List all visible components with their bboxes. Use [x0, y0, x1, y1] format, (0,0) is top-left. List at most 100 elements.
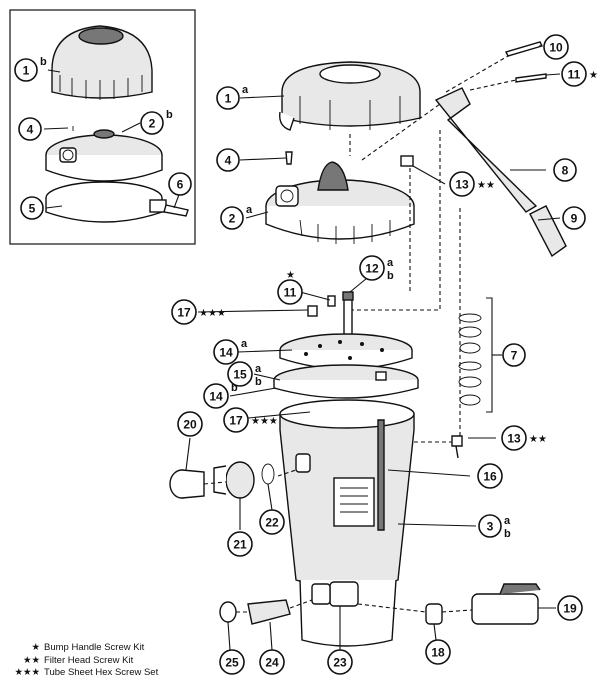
callout-number: 11: [284, 286, 297, 300]
callout-circle: [259, 649, 285, 675]
callout-number: 18: [431, 646, 445, 660]
callout-circle: [223, 407, 249, 433]
callout-variant: a: [387, 257, 394, 269]
callout-number: 4: [27, 123, 34, 137]
callout-number: 23: [333, 656, 347, 670]
callout-circle: [216, 86, 240, 110]
drain-fitting-part: [311, 581, 359, 607]
hose-adapter-part: [247, 599, 291, 625]
callout-variant: a: [241, 338, 248, 350]
callout-23: 23: [327, 649, 353, 675]
callout-circle: [177, 411, 203, 437]
callout-circle: [359, 255, 385, 281]
callout-circle: [216, 148, 240, 172]
ball-valve-part: [471, 583, 541, 625]
callout-circle: [425, 639, 451, 665]
hex-nut-part: [400, 155, 414, 167]
filter-head-part: [265, 161, 415, 244]
callout-stars: ★: [589, 70, 598, 81]
callout-13: 13 ★★: [501, 425, 547, 451]
inset-lid-part: [51, 25, 153, 100]
callout-number: 1: [225, 92, 232, 106]
callout-number: 16: [483, 470, 497, 484]
callout-number: 17: [177, 306, 191, 320]
head-screw-part: [451, 435, 463, 459]
callout-circle: [18, 117, 42, 141]
callout-circle: [168, 172, 192, 196]
callout-number: 12: [365, 262, 379, 276]
callout-number: 9: [571, 212, 578, 226]
callout-variant: a: [246, 204, 253, 216]
callout-11: 11 ★: [561, 61, 598, 87]
callout-circle: [327, 649, 353, 675]
callout-variant: b: [504, 528, 511, 540]
legend-row-filter-head: ★★Filter Head Screw Kit: [14, 655, 158, 668]
callout-circle: [502, 343, 526, 367]
callout-number: 2: [149, 117, 156, 131]
callout-14b: 14 b: [203, 382, 238, 409]
callout-variant: b: [40, 56, 47, 68]
callout-number: 11: [568, 68, 581, 82]
callout-circle: [171, 299, 197, 325]
callout-7: 7: [502, 343, 526, 367]
callout-17: 17 ★★★: [171, 299, 226, 325]
callout-variant: b: [255, 376, 262, 388]
tube-sheet-part: [279, 333, 413, 370]
callout-number: 4: [225, 154, 232, 168]
callout-18: 18: [425, 639, 451, 665]
callout-17: 17 ★★★: [223, 407, 278, 433]
callout-stars: ★★: [529, 434, 547, 445]
callout-number: 15: [233, 368, 247, 382]
callout-number: 2: [229, 212, 236, 226]
callout-circle: [562, 206, 586, 230]
callout-22: 22: [259, 509, 285, 535]
callout-4: 4: [18, 117, 42, 141]
inset-clamp-part: [45, 181, 167, 223]
callout-number: 8: [562, 164, 569, 178]
callout-number: 5: [29, 202, 36, 216]
callout-14a: 14a: [213, 338, 248, 365]
flow-diverter-part: [273, 364, 419, 399]
callout-number: 24: [265, 656, 279, 670]
callout-circle: [449, 171, 475, 197]
callout-circle: [227, 531, 253, 557]
legend: ★ Bump Handle Screw Kit ★★Filter Head Scr…: [14, 642, 158, 680]
callout-number: 17: [229, 414, 243, 428]
callout-circle: [203, 383, 229, 409]
callout-circle: [227, 361, 253, 387]
legend-label: Tube Sheet Hex Screw Set: [44, 667, 159, 678]
callout-stars: ★★★: [199, 308, 226, 319]
legend-row-tube-sheet: ★★★Tube Sheet Hex Screw Set: [14, 667, 158, 680]
callout-variant: a: [504, 515, 511, 527]
pin-part: [504, 41, 544, 57]
screw-part: [285, 151, 293, 165]
callout-2a: 2a: [220, 204, 253, 230]
callout-stars: ★★: [477, 180, 495, 191]
callout-number: 13: [455, 178, 469, 192]
callout-25: 25: [219, 649, 245, 675]
callout-9: 9: [562, 206, 586, 230]
callout-circle: [553, 158, 577, 182]
callout-5: 5: [20, 196, 44, 220]
callout-1a: 1a: [216, 84, 249, 110]
callout-number: 13: [507, 432, 521, 446]
callout-number: 14: [209, 390, 223, 404]
callout-stars: ★★★: [251, 416, 278, 427]
handle-grip-part: [529, 205, 567, 258]
callout-20: 20: [177, 411, 203, 437]
legend-label: Bump Handle Screw Kit: [44, 642, 145, 653]
callout-number: 10: [549, 41, 563, 55]
callout-circle: [219, 649, 245, 675]
shaft-cap-part: [342, 291, 354, 301]
callout-number: 1: [23, 64, 30, 78]
callout-circle: [14, 58, 38, 82]
drain-cap-part: [425, 603, 443, 625]
inset-bolt-part: [163, 204, 189, 217]
legend-stars: ★★: [22, 654, 40, 666]
callout-variant: b: [231, 382, 238, 394]
callout-circle: [259, 509, 285, 535]
legend-stars: ★: [31, 642, 40, 653]
tank-part: [279, 399, 415, 647]
